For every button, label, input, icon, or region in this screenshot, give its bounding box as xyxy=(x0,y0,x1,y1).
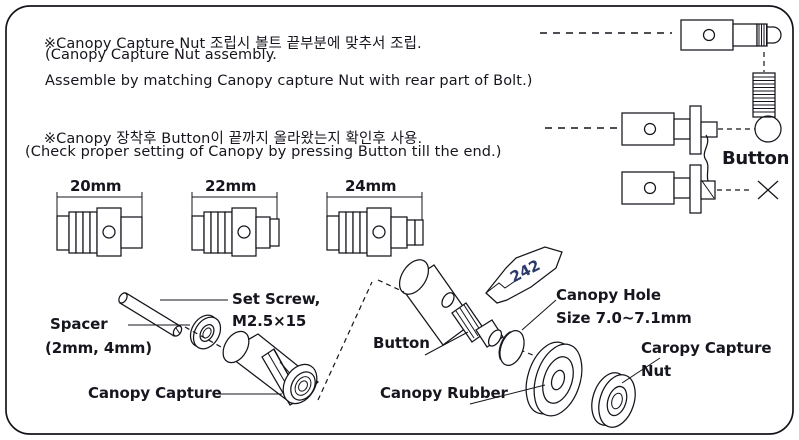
canopy-capture-nut-part xyxy=(591,372,636,428)
canopy-capture-label: Canopy Capture xyxy=(88,384,222,402)
bolt-shaft xyxy=(732,23,758,47)
exploded-view-right xyxy=(377,246,661,428)
variant-24mm xyxy=(326,192,424,257)
ok-circle-mark xyxy=(754,115,782,143)
canopy-capture-nut-label-1: Caropy Capture xyxy=(641,339,772,357)
link-dashed-right xyxy=(377,279,405,293)
button-incorrect-unit xyxy=(621,164,779,214)
button-callout-curve xyxy=(703,134,709,182)
body-hole-upper xyxy=(643,122,657,136)
neck-lower xyxy=(673,177,691,199)
note-1-english-1: (Canopy Capture Nut assembly. xyxy=(45,47,278,63)
note-2-english-1: (Check proper setting of Canopy by press… xyxy=(25,144,502,160)
button-lower-leader xyxy=(424,331,469,356)
note-2-marker: ※ xyxy=(43,131,57,148)
neck-upper xyxy=(673,118,691,140)
variant-hole-24 xyxy=(372,225,386,239)
canopy-capture-nut-leader xyxy=(621,357,661,384)
note-1-korean-text: Canopy Capture Nut 조립시 볼트 끝부분에 맞추서 조립. xyxy=(56,36,422,53)
button-check-assembly xyxy=(545,105,782,214)
canopy-hole-part xyxy=(498,330,525,366)
link-dashed-left-right xyxy=(317,281,373,401)
flange-lower xyxy=(689,164,702,214)
button-up xyxy=(700,121,718,138)
spacer-label: Spacer xyxy=(50,315,108,333)
set-screw-part xyxy=(118,292,183,337)
bolt-tip xyxy=(766,26,782,44)
spacer-spec-label: (2mm, 4mm) xyxy=(45,339,153,357)
variant-label-24mm: 24mm xyxy=(345,177,397,195)
button-correct-unit xyxy=(621,105,782,155)
variant-hole-20 xyxy=(102,225,116,239)
body-hole-lower xyxy=(643,181,657,195)
sheet-border xyxy=(5,5,794,435)
button-body-part xyxy=(398,259,504,348)
variant-20mm xyxy=(56,192,143,257)
variant-label-22mm: 22mm xyxy=(205,177,257,195)
exploded-view-left xyxy=(118,281,373,406)
body-upper xyxy=(621,112,675,146)
spacer-part xyxy=(189,314,222,350)
canopy-hole-size-label: Size 7.0~7.1mm xyxy=(556,309,692,327)
canopy-hole-leader xyxy=(521,299,557,331)
variant-22mm xyxy=(191,192,280,257)
button-down-slash xyxy=(701,180,715,199)
bolt-thread-collar xyxy=(756,23,768,47)
set-screw-spec-label: M2.5×15 xyxy=(232,312,307,330)
canopy-hole-label: Canopy Hole xyxy=(556,286,661,304)
set-screw-label: Set Screw, xyxy=(232,290,321,308)
note-1-korean: ※Canopy Capture Nut 조립시 볼트 끝부분에 맞추서 조립. xyxy=(25,22,422,68)
bolt-body xyxy=(680,19,734,51)
canopy-rubber-part xyxy=(525,341,583,417)
button-label-lower: Button xyxy=(373,334,430,352)
body-lower xyxy=(621,171,675,205)
flange-upper xyxy=(689,105,702,155)
canopy-capture-part xyxy=(222,330,319,406)
ng-cross-b xyxy=(757,180,779,200)
bolt-capture-nut-assembly xyxy=(540,19,782,118)
button-label-right: Button xyxy=(722,148,790,169)
canopy-rubber-label: Canopy Rubber xyxy=(380,384,508,402)
bolt-hole xyxy=(702,28,716,42)
canopy-rubber-leader xyxy=(469,384,546,405)
capture-nut xyxy=(752,72,776,118)
threadlocker-applicator xyxy=(485,246,563,304)
variant-hole-22 xyxy=(237,225,251,239)
note-2-korean-text: Canopy 장착후 Button이 끝까지 올라왔는지 확인후 사용. xyxy=(56,131,423,148)
note-1-marker: ※ xyxy=(43,36,57,53)
note-2-korean: ※Canopy 장착후 Button이 끝까지 올라왔는지 확인후 사용. xyxy=(25,117,422,163)
variant-label-20mm: 20mm xyxy=(70,177,122,195)
note-1-english-2: Assemble by matching Canopy capture Nut … xyxy=(45,73,533,89)
canopy-capture-nut-label-2: Nut xyxy=(641,362,672,380)
